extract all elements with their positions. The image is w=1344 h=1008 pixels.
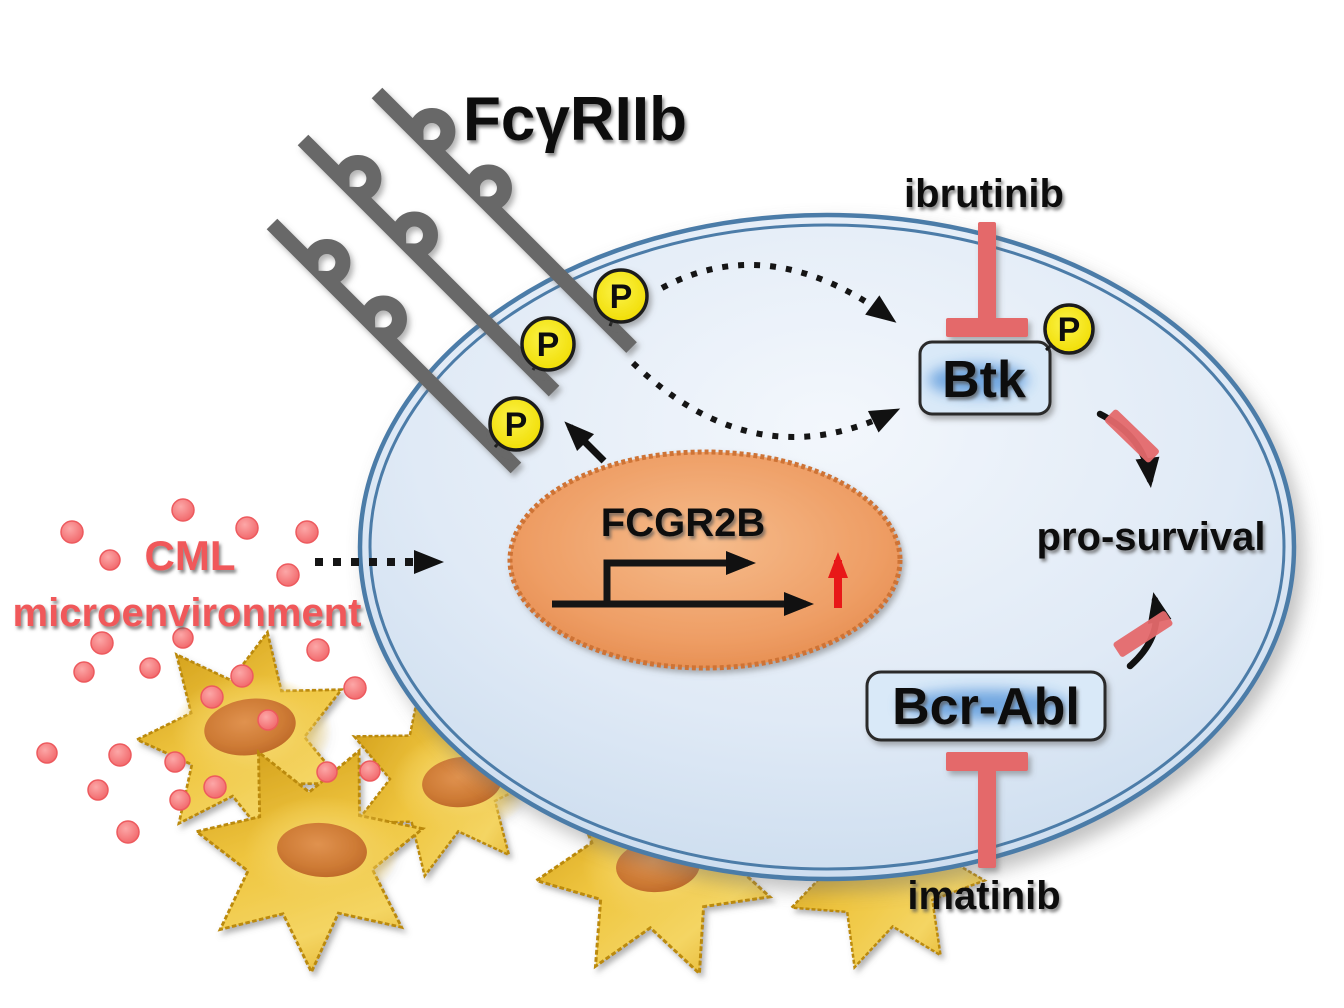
gene-label: FCGR2B xyxy=(601,501,765,545)
bcr-abl-protein: Bcr-Abl xyxy=(865,670,1107,742)
block-bar-icon xyxy=(1113,611,1173,657)
cml-label-line2: microenvironment xyxy=(13,591,362,635)
phospho-badge: P xyxy=(1043,303,1095,355)
btk-protein: Btk P xyxy=(918,303,1095,416)
transcription-start-arrow-icon xyxy=(603,551,756,604)
receptor-icon xyxy=(297,134,560,397)
btk-prosurvival-blocked-arrow xyxy=(1096,409,1160,488)
cell-membrane-inner xyxy=(368,223,1286,871)
nucleus: FCGR2B xyxy=(507,449,903,671)
cytokine-dots xyxy=(36,498,381,844)
receptor-icon xyxy=(266,218,522,474)
cml-label-line1: CML xyxy=(145,532,236,579)
phospho-marks: P P P xyxy=(488,268,649,452)
signal-arc-lower-icon xyxy=(630,360,901,440)
pro-survival-label: pro-survival xyxy=(1037,515,1266,559)
ibrutinib-inhibit-icon xyxy=(946,222,1028,337)
imatinib-label: imatinib xyxy=(907,874,1060,918)
svg-text:P: P xyxy=(537,326,560,364)
svg-text:P: P xyxy=(505,406,528,444)
btk-label: Btk xyxy=(942,351,1026,409)
svg-text:P: P xyxy=(610,278,633,316)
imatinib-inhibit-icon xyxy=(946,752,1028,868)
phospho-badge: P xyxy=(593,268,649,324)
bcr-abl-label: Bcr-Abl xyxy=(892,678,1080,736)
diagram-title: FcγRIIb xyxy=(463,85,687,154)
stromal-cell xyxy=(161,701,463,1000)
phosphorylation-arrow-icon xyxy=(564,421,607,464)
microenvironment-label: CML microenvironment xyxy=(13,532,362,635)
stromal-nucleus xyxy=(277,822,367,878)
bcrabl-prosurvival-blocked-arrow xyxy=(1113,592,1173,670)
phospho-badge: P xyxy=(488,396,544,452)
receptor-icon xyxy=(371,87,637,353)
fcgr2b-receptors xyxy=(266,87,637,474)
svg-text:P: P xyxy=(1058,311,1081,349)
ibrutinib-label: ibrutinib xyxy=(904,172,1064,216)
block-bar-icon xyxy=(1105,409,1159,463)
signal-arc-upper-icon xyxy=(660,261,897,323)
phospho-badge: P xyxy=(520,316,576,372)
